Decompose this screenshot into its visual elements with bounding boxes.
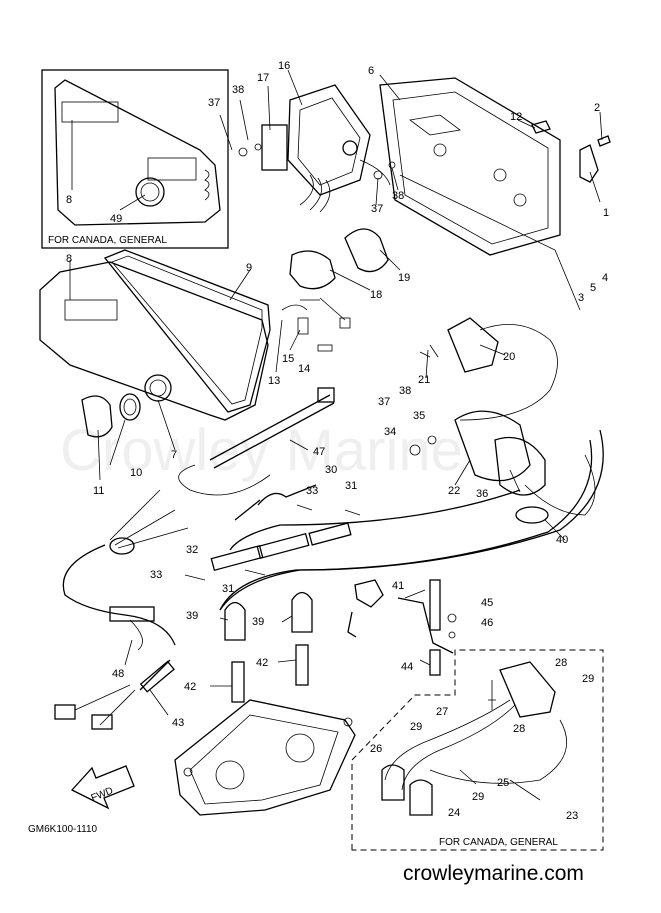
callout-35: 35 [413,410,425,422]
callout-34: 34 [384,426,396,438]
callout-20: 20 [503,351,515,363]
inset-box-bottom-right: FOR CANADA, GENERAL [351,649,604,851]
callout-37a: 37 [208,97,220,109]
wire-harness [54,387,361,730]
cylinder-head [174,699,356,816]
electrical-box [379,77,611,311]
leader-lines [69,69,603,801]
callout-8a: 8 [66,194,72,206]
callout-29c: 29 [472,791,484,803]
spark-plugs [224,591,313,703]
callout-13: 13 [268,375,280,387]
callout-5: 5 [590,282,596,294]
bracket-parts [347,579,457,676]
callout-25: 25 [497,777,509,789]
inset-caption-bottom-right: FOR CANADA, GENERAL [439,837,558,848]
callout-24: 24 [448,807,460,819]
callout-38c: 38 [399,385,411,397]
callout-16: 16 [278,60,290,72]
callout-38a: 38 [232,84,244,96]
callout-47: 47 [313,446,325,458]
callout-49: 49 [110,213,122,225]
callout-38b: 38 [392,190,404,202]
callout-43: 43 [172,717,184,729]
callout-19: 19 [398,272,410,284]
callout-37b: 37 [371,203,383,215]
cover-assembly [39,249,271,438]
callout-29b: 29 [410,721,422,733]
callout-6: 6 [368,65,374,77]
callout-10: 10 [130,467,142,479]
callout-11: 11 [93,485,104,497]
rectifier-and-sensors [281,228,389,352]
callout-8b: 8 [66,253,72,265]
ignition-coil [409,317,596,524]
callout-31a: 31 [345,480,357,492]
callout-46: 46 [481,617,493,629]
callout-48: 48 [112,668,124,680]
callout-41: 41 [392,580,404,592]
callout-21: 21 [418,374,430,386]
callout-36: 36 [476,488,488,500]
diagram-code: GM6K100-1110 [28,824,98,835]
callout-44: 44 [401,661,413,673]
callout-14: 14 [298,363,310,375]
callout-23: 23 [566,810,578,822]
fwd-label: FWD [90,785,115,804]
callout-42a: 42 [184,681,196,693]
callout-29a: 29 [582,673,594,685]
watermark-text: Crowley Marine [60,418,463,483]
callout-9: 9 [246,262,252,274]
site-url: crowleymarine.com [403,862,584,885]
callout-33b: 33 [150,569,162,581]
ht-cable-loops [219,429,604,611]
callout-1: 1 [603,207,609,219]
callout-12: 12 [510,111,522,123]
callout-45: 45 [481,597,493,609]
callout-33a: 33 [306,485,318,497]
callout-40: 40 [556,534,568,546]
callout-32: 32 [186,544,198,556]
callout-39b: 39 [252,616,264,628]
callout-22: 22 [448,485,460,497]
callout-17: 17 [257,72,269,84]
inset-caption-top-left: FOR CANADA, GENERAL [48,235,167,246]
callout-18: 18 [370,289,382,301]
callout-labels: 1 2 3 4 5 6 7 8 8 9 10 11 12 13 14 15 16… [66,60,609,822]
callout-28b: 28 [513,723,525,735]
callout-31b: 31 [222,583,234,595]
cdi-unit [238,84,396,213]
callout-30: 30 [325,464,337,476]
callout-28a: 28 [555,657,567,669]
callout-3: 3 [578,292,584,304]
callout-7: 7 [171,449,177,461]
callout-15: 15 [282,353,294,365]
fwd-arrow: FWD [70,765,135,810]
callout-42b: 42 [256,657,268,669]
callout-27: 27 [436,706,448,718]
callout-37c: 37 [378,396,390,408]
callout-2: 2 [594,102,600,114]
inset-box-top-left: FOR CANADA, GENERAL [41,69,229,249]
callout-26: 26 [370,743,382,755]
callout-4: 4 [602,272,608,284]
callout-39a: 39 [186,610,198,622]
